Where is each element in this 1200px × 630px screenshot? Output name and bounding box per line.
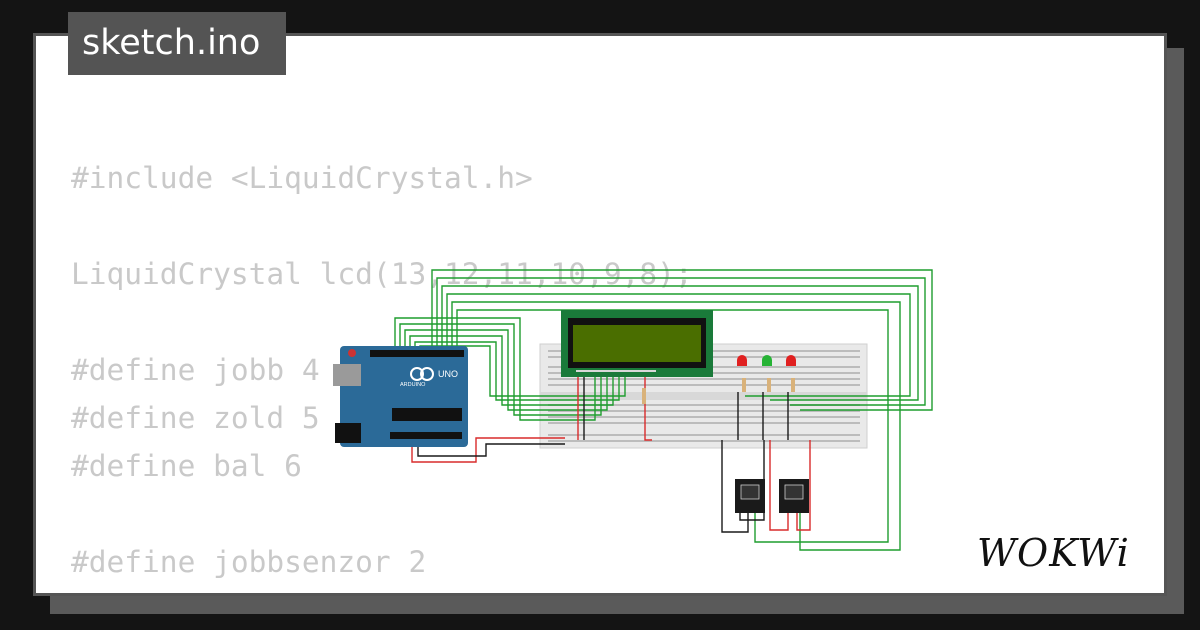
lcd-display xyxy=(561,310,713,377)
arduino-uno: UNO ARDUINO xyxy=(333,346,468,447)
board-brand: ARDUINO xyxy=(400,382,426,388)
ir-sensor-left xyxy=(735,479,765,513)
ir-sensor-right xyxy=(779,479,809,513)
code-line: #define bal 6 xyxy=(71,449,302,483)
led-red-left xyxy=(737,355,747,366)
code-line: #define zold 5 xyxy=(71,401,320,435)
svg-text:WOKWi: WOKWi xyxy=(977,531,1130,575)
power-wires xyxy=(411,368,811,533)
code-line: #define jobb 4 xyxy=(71,353,320,387)
code-line: #define jobbsenzor 2 xyxy=(71,545,427,579)
code-preview: #include <LiquidCrystal.h>LiquidCrystal … xyxy=(71,154,693,593)
led-green xyxy=(762,355,772,366)
signal-wires xyxy=(394,269,933,551)
resistors xyxy=(642,378,795,404)
code-line: #include <LiquidCrystal.h> xyxy=(71,161,533,195)
sketch-filename-tag: sketch.ino xyxy=(68,12,286,75)
board-label: UNO xyxy=(438,369,458,379)
wokwi-logo: WOKWi xyxy=(977,531,1130,575)
led-red-right xyxy=(786,355,796,366)
